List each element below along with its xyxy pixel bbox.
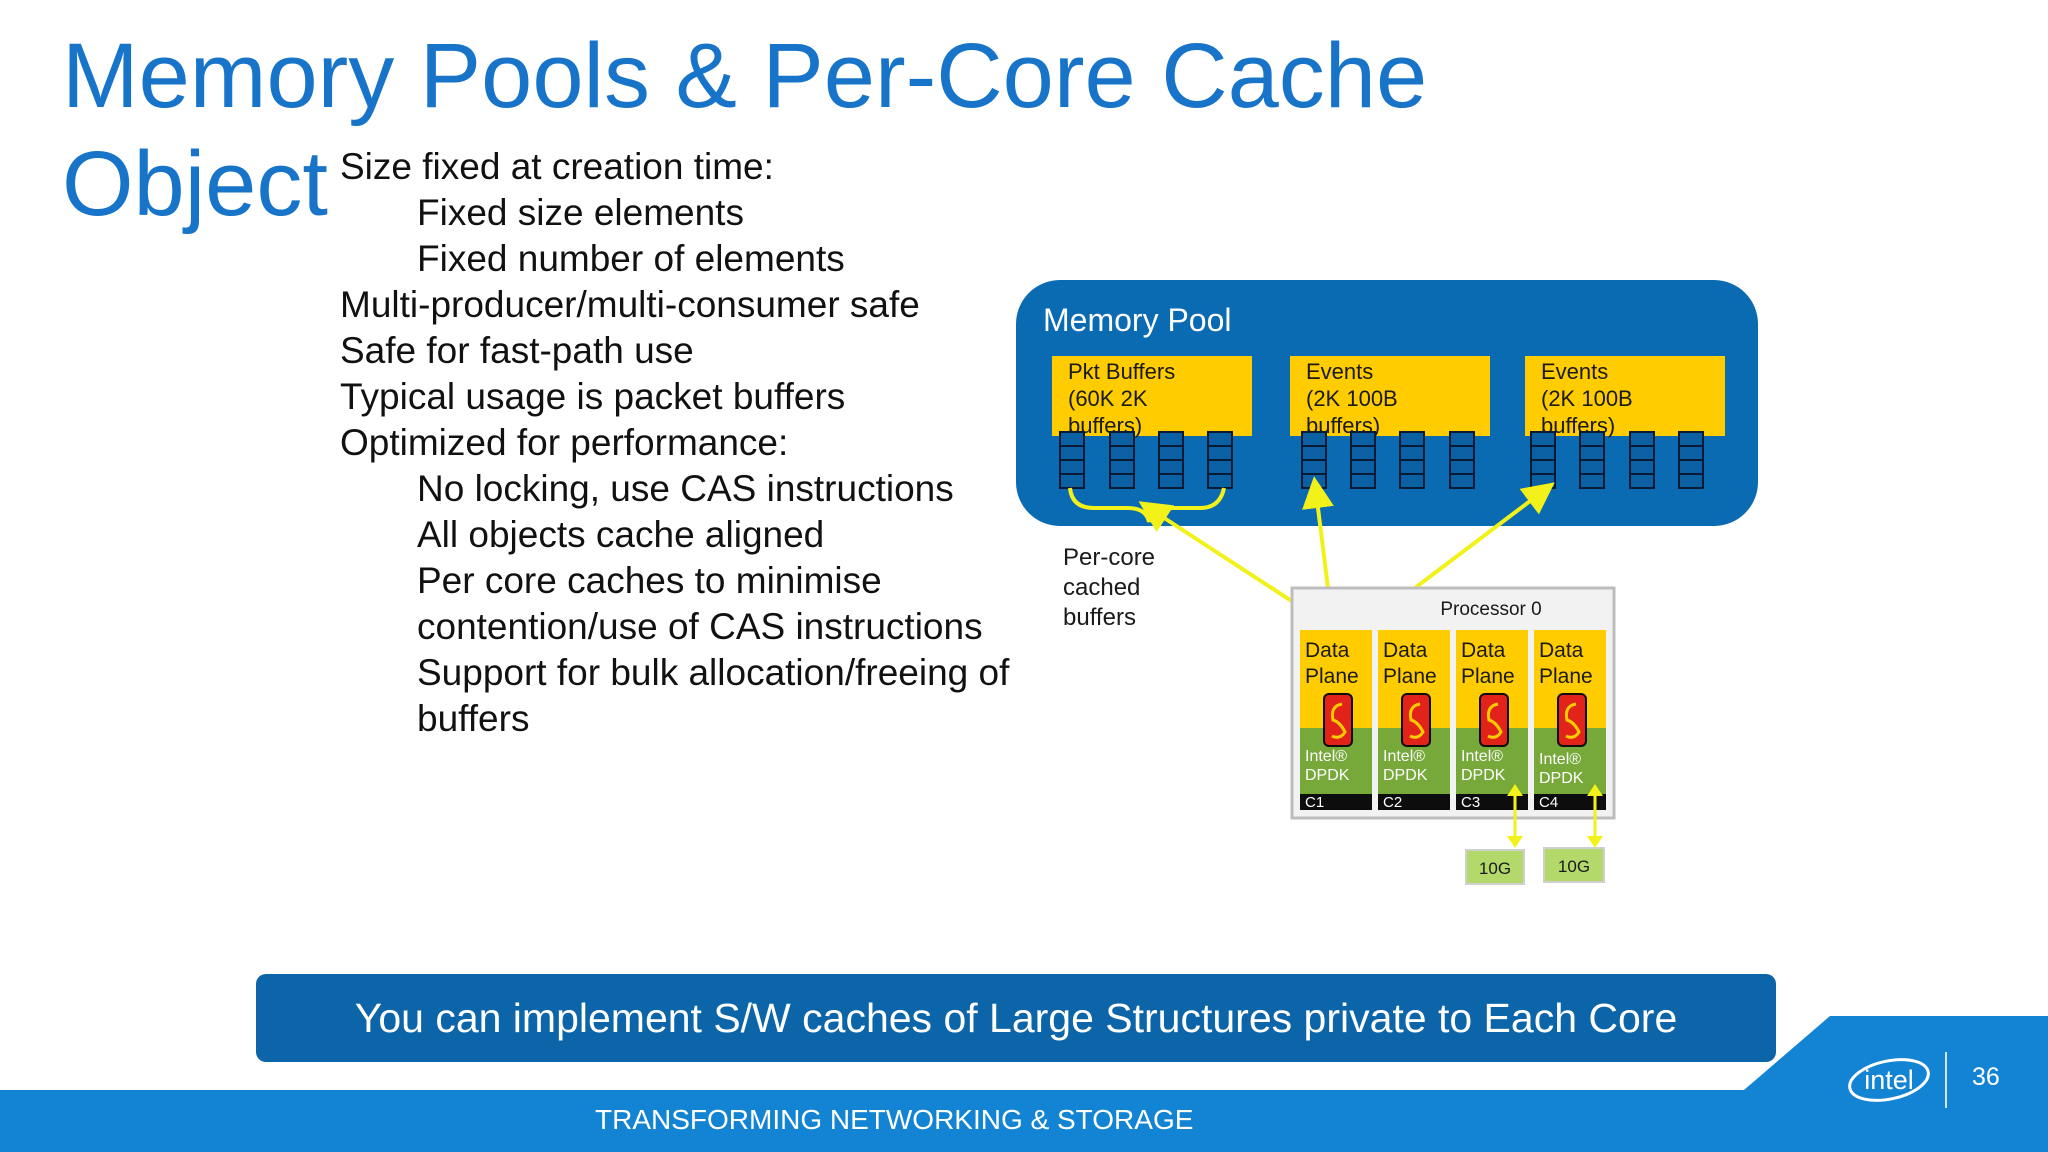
port-label: 10G (1479, 859, 1511, 878)
bullet-item: Typical usage is packet buffers (340, 376, 846, 417)
bullet-item: No locking, use CAS instructions (417, 468, 954, 509)
core-sdk-line: Intel® (1383, 748, 1425, 765)
processor-label: Processor 0 (1440, 599, 1541, 620)
cache-stack (1449, 431, 1475, 489)
bullet-item: Optimized for performance: (340, 422, 789, 463)
cache-stack (1579, 431, 1605, 489)
page-number: 36 (1972, 1063, 2000, 1091)
core-c2: Data Plane Intel® DPDK C2 (1378, 630, 1450, 811)
bullet-item: Multi-producer/multi-consumer safe (340, 284, 920, 325)
core-plane-line: Plane (1383, 665, 1437, 688)
core-sdk-line: DPDK (1539, 770, 1584, 787)
core-plane-line: Plane (1539, 665, 1593, 688)
core-c4: Data Plane Intel® DPDK C4 (1534, 630, 1606, 811)
core-id: C1 (1305, 794, 1324, 811)
port-10g-1: 10G (1465, 849, 1525, 885)
cache-stack (1059, 431, 1085, 489)
port-10g-2: 10G (1543, 847, 1605, 883)
bullet-item: Fixed number of elements (417, 238, 845, 279)
core-c1: Data Plane Intel® DPDK C1 (1300, 630, 1372, 811)
core-plane-line: Data (1383, 639, 1428, 662)
core-plane-line: Plane (1305, 665, 1359, 688)
cache-stack (1109, 431, 1135, 489)
logo-text: intel (1864, 1065, 1914, 1095)
pool-box-events-2: Events (2K 100B buffers) (1525, 356, 1725, 438)
pool-box-pkt-buffers: Pkt Buffers (60K 2K buffers) (1052, 356, 1252, 438)
bullet-item: Fixed size elements (417, 192, 744, 233)
takeaway-banner: You can implement S/W caches of Large St… (256, 974, 1776, 1062)
core-sdk-line: DPDK (1383, 767, 1428, 784)
core-plane-line: Data (1305, 639, 1350, 662)
core-id: C3 (1461, 794, 1480, 811)
pool-box-line: (2K 100B (1541, 386, 1633, 411)
cache-stack (1629, 431, 1655, 489)
core-sdk-line: Intel® (1305, 748, 1347, 765)
slide-title-line-1: Memory Pools & Per-Core Cache (62, 25, 1428, 127)
core-sdk-line: Intel® (1539, 751, 1581, 768)
port-arrows (1507, 784, 1603, 848)
core-c3: Data Plane Intel® DPDK C3 (1456, 630, 1528, 811)
core-id: C4 (1539, 794, 1558, 811)
core-plane-line: Plane (1461, 665, 1515, 688)
core-plane-line: Data (1461, 639, 1506, 662)
per-core-note-line: buffers (1063, 604, 1136, 631)
bullet-item: Support for bulk allocation/freeing of b… (417, 652, 1010, 739)
cache-stack (1301, 431, 1327, 489)
pool-box-line: Events (1306, 359, 1373, 384)
pool-box-line: Events (1541, 359, 1608, 384)
memory-pool-label: Memory Pool (1043, 302, 1232, 338)
cache-stacks (1059, 431, 1704, 489)
cache-stack (1399, 431, 1425, 489)
footer-band (0, 1016, 2048, 1152)
memory-pool-diagram: Memory Pool Pkt Buffers (60K 2K buffers)… (1016, 280, 1758, 885)
cache-stack (1207, 431, 1233, 489)
core-id: C2 (1383, 794, 1402, 811)
pool-box-line: (2K 100B (1306, 386, 1398, 411)
core-sdk-line: DPDK (1461, 767, 1506, 784)
intel-logo-icon: intel (1848, 1058, 1930, 1102)
cache-stack (1158, 431, 1184, 489)
cache-stack (1350, 431, 1376, 489)
footer-background (0, 1016, 2048, 1152)
core-sdk-line: DPDK (1305, 767, 1350, 784)
cache-stack (1530, 431, 1556, 489)
bullet-item: Size fixed at creation time: (340, 146, 774, 187)
slide-title-line-2: Object (62, 133, 328, 235)
core-plane-line: Data (1539, 639, 1584, 662)
per-core-note-line: Per-core (1063, 544, 1155, 571)
pool-box-events-1: Events (2K 100B buffers) (1290, 356, 1490, 438)
core-sdk-line: Intel® (1461, 748, 1503, 765)
pool-box-line: (60K 2K (1068, 386, 1148, 411)
cache-stack (1678, 431, 1704, 489)
per-core-note-line: cached (1063, 574, 1140, 601)
bullet-item: Per core caches to minimise contention/u… (417, 560, 983, 647)
pool-box-line: Pkt Buffers (1068, 359, 1175, 384)
footer-tagline: TRANSFORMING NETWORKING & STORAGE (595, 1104, 1194, 1135)
port-label: 10G (1558, 857, 1590, 876)
bullet-list: Size fixed at creation time: Fixed size … (340, 144, 1020, 742)
bullet-item: Safe for fast-path use (340, 330, 694, 371)
bullet-item: All objects cache aligned (417, 514, 825, 555)
